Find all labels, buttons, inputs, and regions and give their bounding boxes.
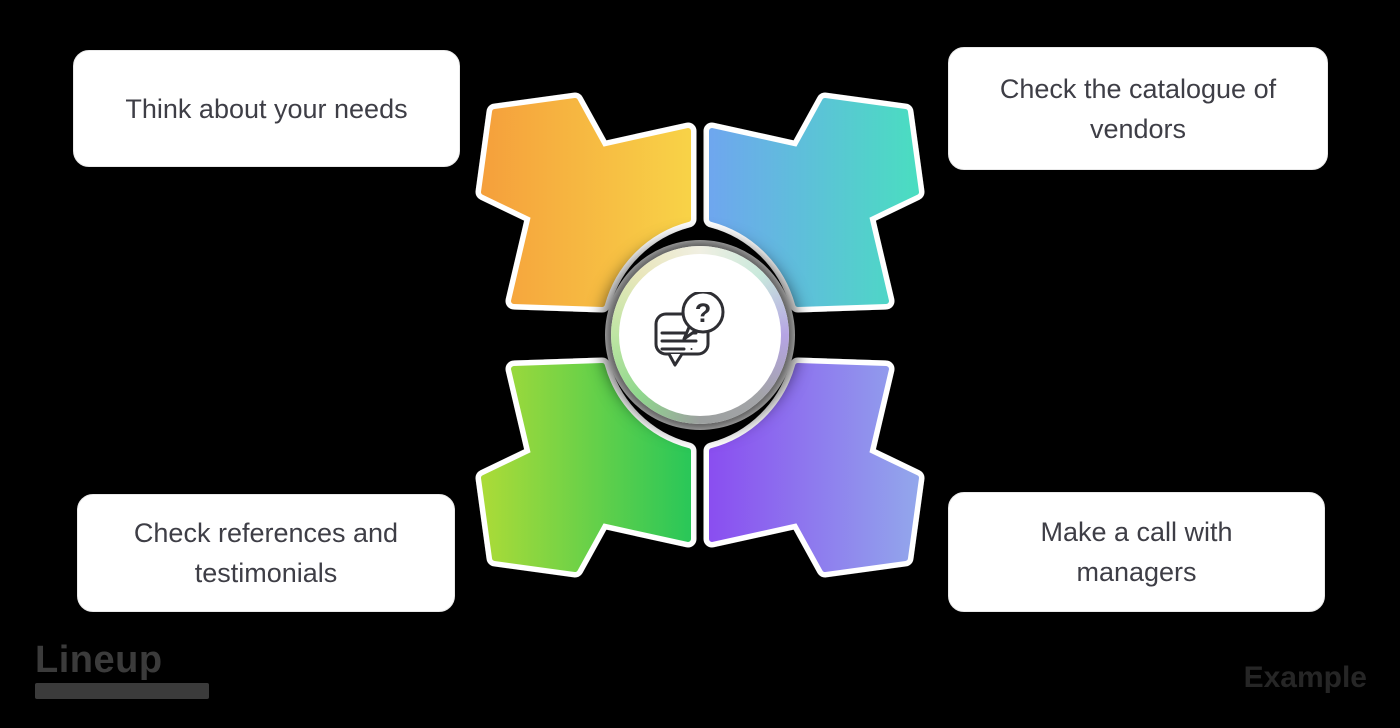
- label-text: Check the catalogue of: [999, 73, 1277, 104]
- chat-question-icon: ?: [654, 292, 725, 367]
- label-box-check-catalogue: Check the catalogue of vendors: [948, 47, 1328, 170]
- label-box-make-call: Make a call with managers: [948, 492, 1325, 612]
- label-text: Think about your needs: [125, 93, 408, 124]
- watermark-text: Example: [1243, 661, 1367, 694]
- question-mark: ?: [695, 298, 712, 328]
- logo: Lineup: [35, 640, 209, 699]
- label-text: Make a call with: [1040, 517, 1233, 547]
- label-box-check-references: Check references and testimonials: [77, 494, 455, 612]
- label-box-think-about-needs: Think about your needs: [73, 50, 460, 167]
- label-text: Check references and: [133, 518, 399, 548]
- label-text: managers: [1076, 557, 1197, 587]
- label-text: testimonials: [194, 558, 338, 588]
- logo-underline-bar: [35, 683, 209, 699]
- center-circle: ?: [605, 240, 795, 430]
- label-text: vendors: [1089, 113, 1187, 144]
- question-bubble-icon: [681, 292, 725, 334]
- message-bubble-tail: [667, 352, 684, 367]
- logo-text: Lineup: [35, 639, 163, 681]
